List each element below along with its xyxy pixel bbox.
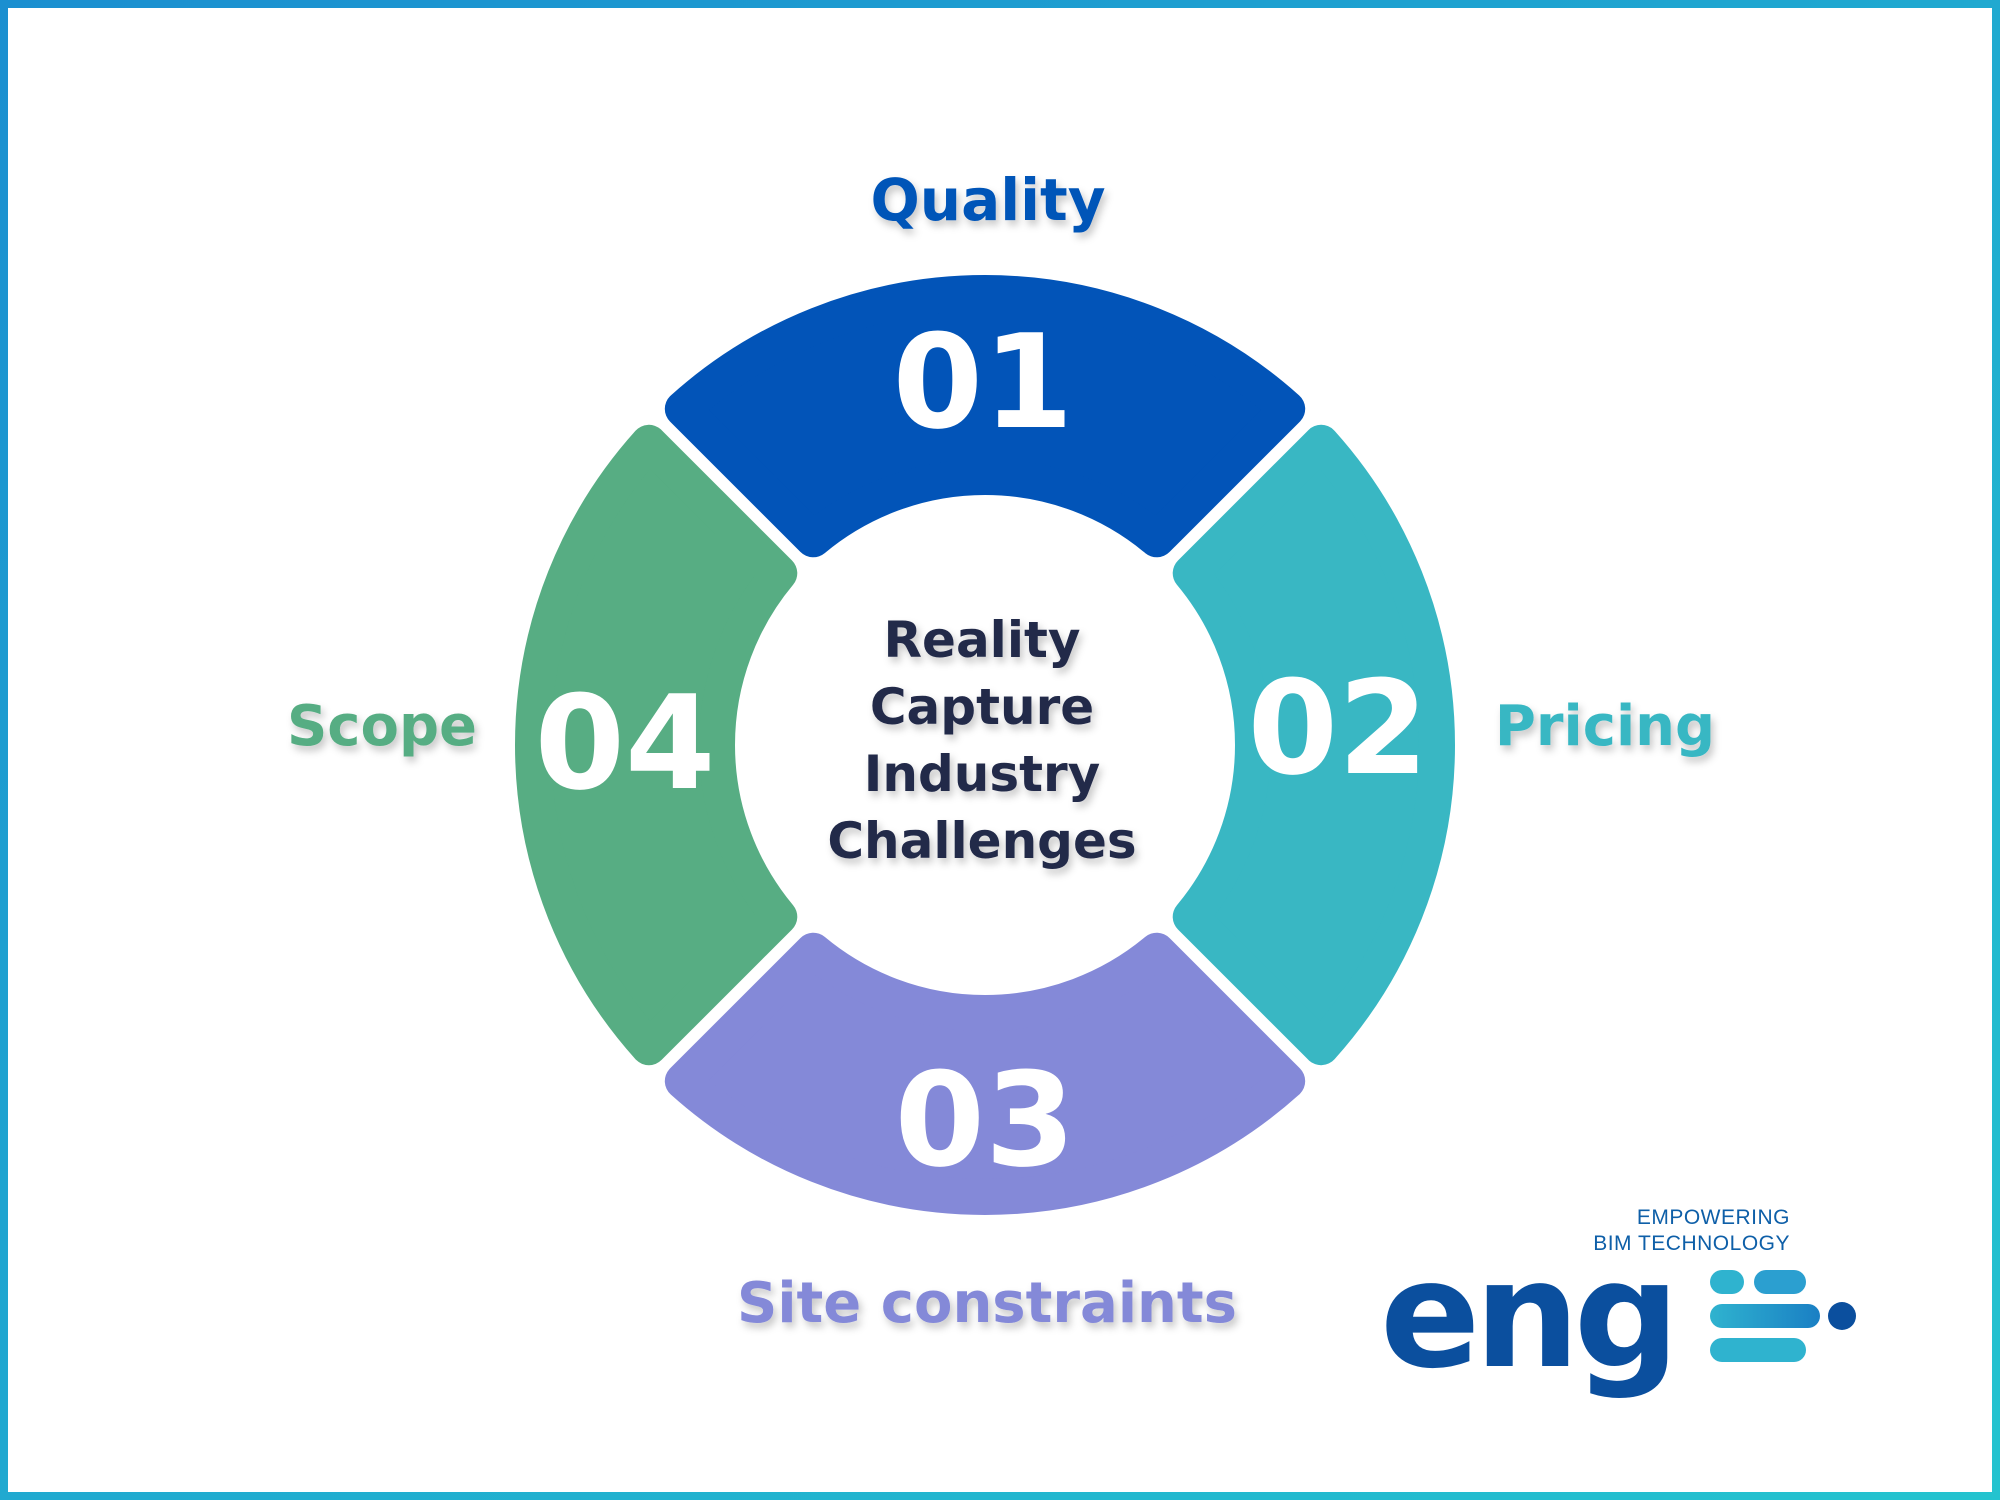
center-title: Reality Capture Industry Challenges [827, 611, 1136, 870]
logo-tagline-line1: EMPOWERING [1636, 1206, 1790, 1229]
segment-04-scope [515, 424, 798, 1066]
logo-dash-mark [1710, 1270, 1856, 1362]
label-quality: Quality [870, 166, 1105, 234]
center-title-line: Reality [884, 611, 1081, 669]
segment-number-03: 03 [895, 1044, 1076, 1196]
center-title-line: Capture [870, 678, 1094, 736]
logo-wordmark: eng [1380, 1229, 1680, 1401]
label-site-constraints: Site constraints [737, 1271, 1237, 1336]
segment-number-02: 02 [1248, 652, 1429, 804]
segment-03-site-constraints [664, 932, 1306, 1215]
center-title-line: Challenges [827, 812, 1136, 870]
logo-tagline-line2: BIM TECHNOLOGY [1593, 1232, 1790, 1255]
label-pricing: Pricing [1495, 694, 1715, 759]
center-title-line: Industry [864, 745, 1101, 803]
segment-number-04: 04 [535, 667, 716, 819]
eng-logo: EMPOWERING BIM TECHNOLOGY eng [1380, 1200, 1900, 1430]
label-scope: Scope [287, 694, 477, 759]
segment-02-pricing [1172, 424, 1455, 1066]
segment-01-quality [664, 275, 1306, 558]
segment-number-01: 01 [893, 306, 1074, 458]
